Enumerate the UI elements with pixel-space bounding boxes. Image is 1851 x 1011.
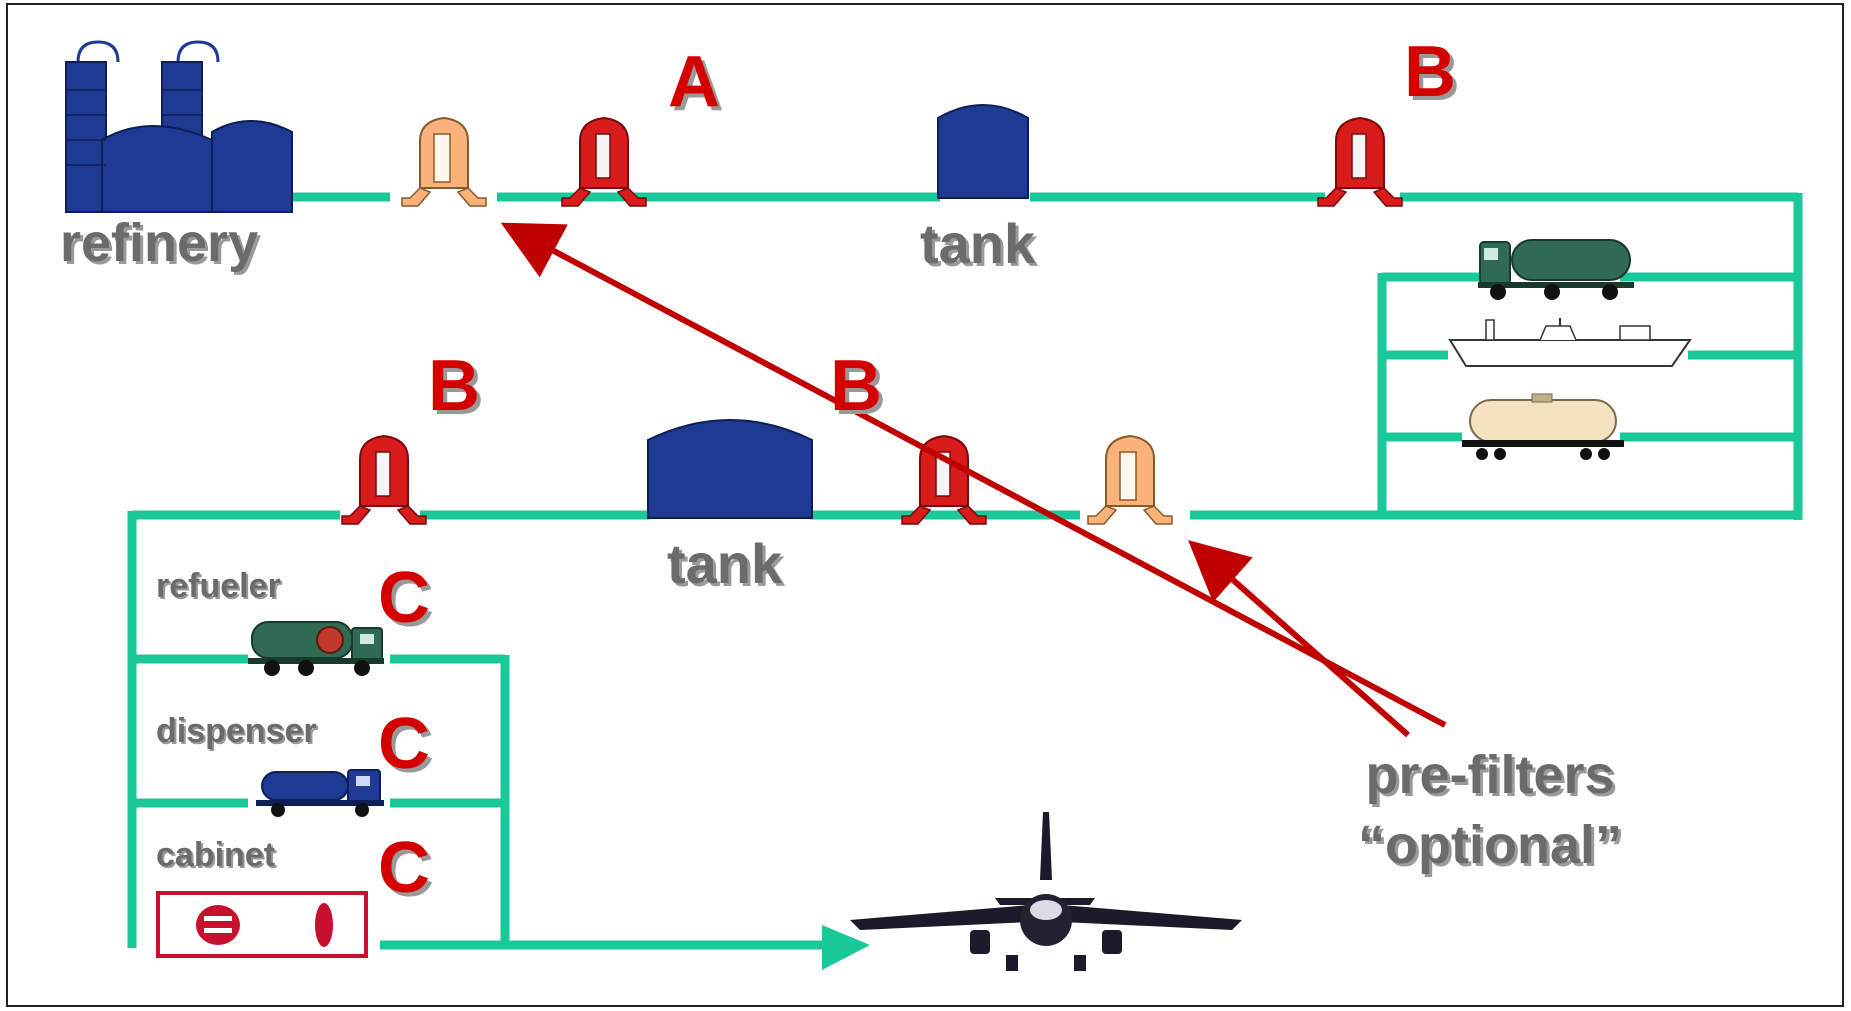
flow-arrow-to-aircraft xyxy=(822,925,870,970)
svg-text:C: C xyxy=(378,558,430,638)
marker-c-refueler: C C xyxy=(378,558,434,642)
svg-text:refinery: refinery xyxy=(63,216,261,276)
marker-c-cabinet: C C xyxy=(378,828,434,912)
svg-text:A: A xyxy=(672,46,724,126)
label-dispenser: dispenser dispenser xyxy=(156,712,319,752)
refueler-icon xyxy=(248,621,384,676)
svg-text:C: C xyxy=(382,832,434,912)
tank-mid-icon xyxy=(647,419,813,519)
label-refinery: refinery refinery xyxy=(60,213,261,276)
aircraft-icon xyxy=(850,812,1242,971)
svg-text:B: B xyxy=(432,350,484,430)
arrow-to-prefilter-mid xyxy=(1188,540,1410,738)
svg-text:B: B xyxy=(428,346,480,426)
arrow-to-prefilter-top xyxy=(500,222,1447,728)
svg-text:B: B xyxy=(1408,36,1460,116)
tanker-truck-icon xyxy=(1478,239,1634,300)
svg-text:tank: tank xyxy=(667,532,783,595)
dispenser-icon xyxy=(256,769,384,817)
label-prefilters: pre-filters pre-filters “optional” “opti… xyxy=(1358,745,1625,878)
svg-text:refinery: refinery xyxy=(60,213,258,273)
svg-text:C: C xyxy=(378,828,430,908)
prefilter-annotation-arrows xyxy=(500,222,1447,738)
label-cabinet: cabinet cabinet xyxy=(156,836,277,876)
svg-text:tank: tank xyxy=(670,535,786,598)
tank-top-icon xyxy=(937,104,1029,199)
label-tank-mid: tank tank xyxy=(667,532,786,598)
marker-c-dispenser: C C xyxy=(378,704,434,788)
svg-text:B: B xyxy=(834,350,886,430)
svg-text:C: C xyxy=(378,704,430,784)
svg-text:refueler: refueler xyxy=(158,569,283,607)
svg-text:pre-filters: pre-filters xyxy=(1368,748,1617,808)
svg-text:dispenser: dispenser xyxy=(156,712,317,750)
rail-tank-car-icon xyxy=(1462,393,1624,460)
svg-text:tank: tank xyxy=(920,212,1036,275)
svg-text:B: B xyxy=(1404,32,1456,112)
svg-text:“optional”: “optional” xyxy=(1361,818,1625,878)
marker-a-top: A A xyxy=(668,42,724,126)
diagram-frame xyxy=(6,3,1844,1007)
filter-b-top-icon xyxy=(1317,117,1403,207)
filter-b-mid-left-icon xyxy=(341,435,427,525)
marker-b-mid-right: B B xyxy=(830,346,886,430)
prefilter-mid-icon xyxy=(1087,435,1173,525)
svg-text:C: C xyxy=(382,708,434,788)
prefilter-top-icon xyxy=(401,117,487,207)
svg-text:tank: tank xyxy=(923,215,1039,278)
pipe-network xyxy=(127,192,1803,950)
svg-text:cabinet: cabinet xyxy=(158,838,277,876)
svg-text:refueler: refueler xyxy=(156,567,281,605)
marker-b-mid-left: B B xyxy=(428,346,484,430)
tanker-ship-icon xyxy=(1448,318,1692,367)
svg-text:dispenser: dispenser xyxy=(158,714,319,752)
svg-text:“optional”: “optional” xyxy=(1358,815,1622,875)
svg-text:A: A xyxy=(668,42,720,122)
svg-text:cabinet: cabinet xyxy=(156,836,275,874)
label-tank-top: tank tank xyxy=(920,212,1039,278)
marker-b-top: B B xyxy=(1404,32,1460,116)
svg-text:pre-filters: pre-filters xyxy=(1365,745,1614,805)
cabinet-icon xyxy=(156,891,368,958)
refinery-icon xyxy=(65,40,293,213)
label-refueler: refueler refueler xyxy=(156,567,283,607)
svg-text:C: C xyxy=(382,562,434,642)
svg-text:B: B xyxy=(830,346,882,426)
